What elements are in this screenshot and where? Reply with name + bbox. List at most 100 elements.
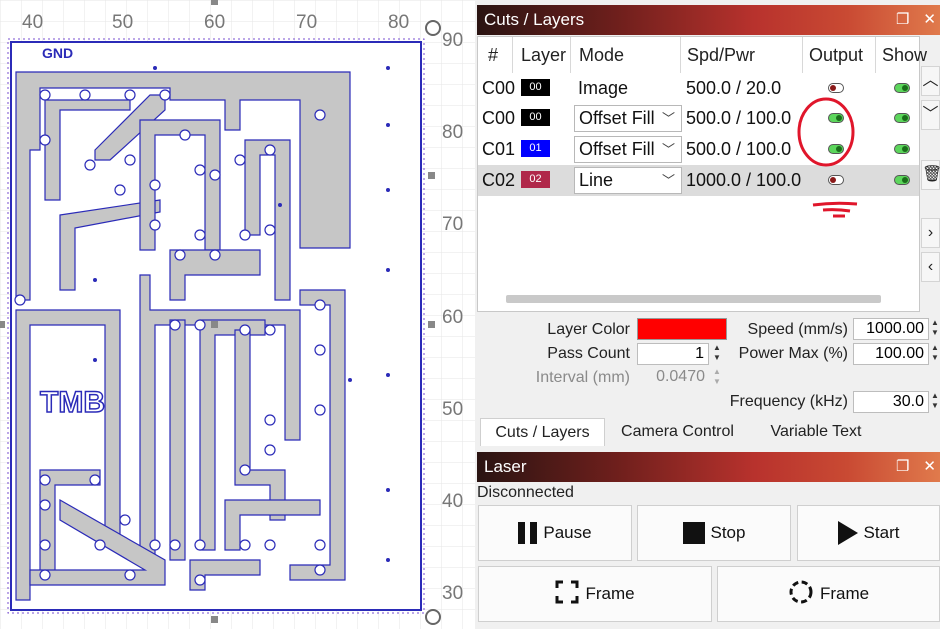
pads — [14, 89, 326, 586]
ruler-label: 50 — [112, 12, 134, 33]
gnd-label: GND — [42, 45, 74, 61]
ruler-label: 60 — [204, 12, 226, 33]
ruler-label: 50 — [442, 399, 464, 420]
ruler-label: 80 — [388, 12, 410, 33]
chevron-down-icon: ﹀ — [661, 111, 675, 126]
tab-camera-control[interactable]: Camera Control — [621, 423, 734, 440]
layer-color-swatch[interactable] — [637, 318, 727, 340]
mode-dropdown[interactable]: Offset Fill﹀ — [574, 136, 682, 163]
spd-pwr-value: 1000.0 / 100.0 — [686, 170, 802, 190]
frame-label: Frame — [585, 584, 635, 603]
interval-field[interactable]: 0.0470 — [656, 368, 705, 385]
mode-dropdown[interactable]: Line﹀ — [574, 167, 682, 194]
speed-spinner[interactable]: ▲▼ — [931, 318, 939, 337]
frame-icon — [555, 580, 579, 609]
spd-pwr-value: 500.0 / 100.0 — [686, 108, 792, 128]
ruler-label: 70 — [442, 214, 464, 235]
column-header-output[interactable]: Output — [809, 45, 864, 65]
close-icon[interactable]: ✕ — [923, 11, 936, 28]
output-toggle[interactable] — [828, 175, 844, 185]
arrow-right-icon[interactable]: › — [921, 218, 940, 248]
pause-icon — [518, 522, 538, 544]
speed-label: Speed (mm/s) — [747, 321, 848, 338]
column-header-layer[interactable]: Layer — [521, 45, 567, 65]
layer-color-chip[interactable]: 02 — [521, 171, 550, 188]
ruler-label: 40 — [442, 491, 464, 512]
column-header-num[interactable]: # — [488, 45, 499, 65]
restore-icon[interactable]: ❐ — [895, 458, 910, 475]
frame-button[interactable]: Frame — [478, 566, 712, 622]
play-icon — [837, 521, 858, 545]
tab-variable-text[interactable]: Variable Text — [770, 423, 862, 440]
output-toggle[interactable] — [828, 113, 844, 123]
frequency-spinner[interactable]: ▲▼ — [931, 391, 939, 410]
tab-cuts-layers[interactable]: Cuts / Layers — [480, 418, 605, 446]
design-canvas[interactable]: 40 50 60 70 80 90 80 70 60 50 40 30 GND … — [0, 0, 475, 629]
tmb-label: TMB — [39, 385, 105, 420]
mode-value: Offset Fill — [579, 108, 655, 128]
laser-panel-title: Laser — [484, 457, 527, 476]
mode-value: Offset Fill — [579, 139, 655, 159]
layer-color-chip[interactable]: 00 — [521, 79, 550, 96]
layer-color-chip[interactable]: 00 — [521, 109, 550, 126]
layer-row[interactable]: C02 02 Line﹀1000.0 / 100.0 — [478, 165, 919, 196]
mode-value: Image — [578, 78, 629, 98]
interval-label: Interval (mm) — [535, 369, 630, 386]
frame-circle-button[interactable]: Frame — [717, 566, 940, 622]
vias — [93, 66, 390, 562]
arrow-left-icon[interactable]: ‹ — [921, 252, 940, 282]
output-toggle[interactable] — [828, 83, 844, 93]
speed-field[interactable]: 1000.00 — [853, 318, 929, 340]
pass-count-spinner[interactable]: ▲▼ — [713, 343, 721, 362]
arrow-up-icon[interactable]: ︿ — [921, 66, 940, 96]
copper-traces — [15, 71, 351, 601]
interval-spinner[interactable]: ▲▼ — [713, 367, 721, 386]
start-label: Start — [863, 523, 900, 542]
frame2-label: Frame — [819, 584, 870, 603]
annotation-marks — [797, 97, 858, 218]
pause-label: Pause — [543, 523, 592, 542]
arrow-down-icon[interactable]: ﹀ — [921, 100, 940, 130]
layer-num: C01 — [482, 139, 516, 159]
layer-row[interactable]: C00 00 Offset Fill ﹀ 500.0 / 100.0 — [478, 103, 919, 134]
show-toggle[interactable] — [894, 175, 910, 185]
power-max-label: Power Max (%) — [738, 345, 848, 362]
mode-value: Line — [579, 170, 614, 190]
mode-dropdown[interactable]: Offset Fill ﹀ — [574, 105, 682, 132]
ruler-label: 30 — [442, 583, 464, 604]
layer-color-chip[interactable]: 01 — [521, 140, 550, 157]
pass-count-label: Pass Count — [547, 345, 630, 362]
ruler-label: 80 — [442, 122, 464, 143]
start-button[interactable]: Start — [797, 505, 940, 561]
horizontal-scrollbar[interactable] — [506, 295, 881, 303]
column-header-show[interactable]: Show — [882, 45, 928, 65]
stop-button[interactable]: Stop — [637, 505, 791, 561]
show-toggle[interactable] — [894, 83, 910, 93]
frame-circle-icon — [788, 579, 814, 610]
layer-num: C00 — [482, 108, 516, 128]
layers-table[interactable]: # Layer Mode Spd/Pwr Output Show C00 00 Im… — [477, 36, 927, 312]
frequency-label: Frequency (kHz) — [729, 393, 848, 410]
laser-status: Disconnected — [477, 484, 574, 501]
cuts-layers-titlebar: Cuts / Layers ❐✕ — [477, 5, 940, 35]
output-toggle[interactable] — [828, 144, 844, 154]
power-max-field[interactable]: 100.00 — [853, 343, 929, 365]
layer-num: C00 — [482, 78, 516, 98]
show-toggle[interactable] — [894, 113, 910, 123]
pause-button[interactable]: Pause — [478, 505, 632, 561]
trash-icon[interactable]: 🗑 — [921, 160, 940, 190]
column-header-spd-pwr[interactable]: Spd/Pwr — [687, 45, 756, 65]
restore-icon[interactable]: ❐ — [895, 11, 910, 28]
layer-num: C02 — [482, 170, 516, 190]
power-max-spinner[interactable]: ▲▼ — [931, 343, 939, 362]
ruler-label: 60 — [442, 307, 464, 328]
pass-count-field[interactable]: 1 — [637, 343, 709, 365]
layer-color-label: Layer Color — [547, 321, 630, 338]
stop-icon — [682, 522, 705, 544]
close-icon[interactable]: ✕ — [923, 458, 936, 475]
show-toggle[interactable] — [894, 144, 910, 154]
column-header-mode[interactable]: Mode — [579, 45, 625, 65]
frequency-field[interactable]: 30.0 — [853, 391, 929, 413]
